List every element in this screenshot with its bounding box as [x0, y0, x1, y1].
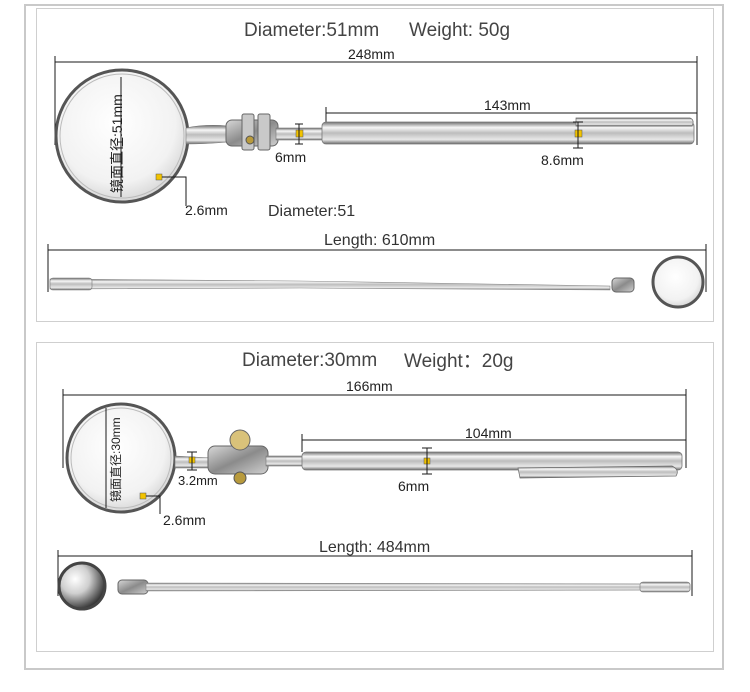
diameter-heading-51: Diameter:51mm [244, 20, 380, 41]
overall-length-label-248: 248mm [348, 46, 395, 62]
tube-dimension-bracket-30 [422, 447, 432, 475]
tube-dimension-line-143 [325, 107, 697, 124]
extended-mirror-bottom [57, 561, 107, 611]
mirror-diameter-label-30: 镜面直径:30mm [109, 417, 123, 502]
extended-joint-bottom [117, 579, 149, 595]
telescopic-rod-bottom [265, 455, 307, 467]
mirror-neck [185, 125, 229, 145]
extended-rod-top [49, 278, 611, 291]
extended-joint-top [611, 277, 635, 293]
diameter-heading-30: Diameter:30mm [242, 350, 378, 371]
extended-length-label-484: Length: 484mm [319, 539, 431, 556]
rim-size-label-top: 2.6mm [185, 202, 228, 218]
mirror-head-30mm [65, 402, 177, 514]
tube-size-label-6: 6mm [398, 478, 430, 494]
rod-end-cap-bottom [639, 581, 691, 593]
pocket-clip-bottom [517, 465, 678, 479]
extended-mirror-top [651, 255, 705, 309]
rim-leader-line [162, 176, 187, 206]
weight-heading-50: Weight: 50g [409, 20, 511, 41]
tube-length-label-143: 143mm [484, 97, 531, 113]
diameter-caption-51: Diameter:51 [268, 203, 356, 220]
mirror-diameter-label-51: 镜面直径:51mm [109, 94, 125, 193]
swivel-joint-top [225, 113, 279, 151]
neck-dimension-bracket-30 [187, 451, 197, 471]
weight-heading-20: Weight：20g [404, 351, 514, 372]
neck-size-label-6: 6mm [275, 149, 307, 165]
pocket-clip-top [575, 117, 694, 127]
tube-dimension-bracket [573, 121, 583, 149]
overall-dimension-line-166 [62, 389, 687, 468]
rim-size-label-bottom: 2.6mm [163, 512, 206, 528]
rim-marker [155, 173, 163, 181]
tube-dimension-line-104 [301, 434, 686, 452]
overall-length-label-166: 166mm [346, 378, 393, 394]
neck-dimension-bracket [295, 123, 303, 145]
tube-size-label-8-6: 8.6mm [541, 152, 584, 168]
handle-tube-bottom [301, 451, 683, 471]
rod-end-cap-top [49, 277, 93, 291]
extended-length-line-top [47, 244, 707, 292]
neck-size-label-3-2: 3.2mm [178, 473, 218, 488]
rim-marker-30 [139, 492, 147, 500]
rim-leader-line-30 [146, 495, 161, 514]
handle-tube-top [321, 121, 695, 145]
extended-length-label-610: Length: 610mm [324, 232, 436, 249]
extended-rod-bottom [145, 582, 691, 592]
tube-length-label-104: 104mm [465, 425, 512, 441]
